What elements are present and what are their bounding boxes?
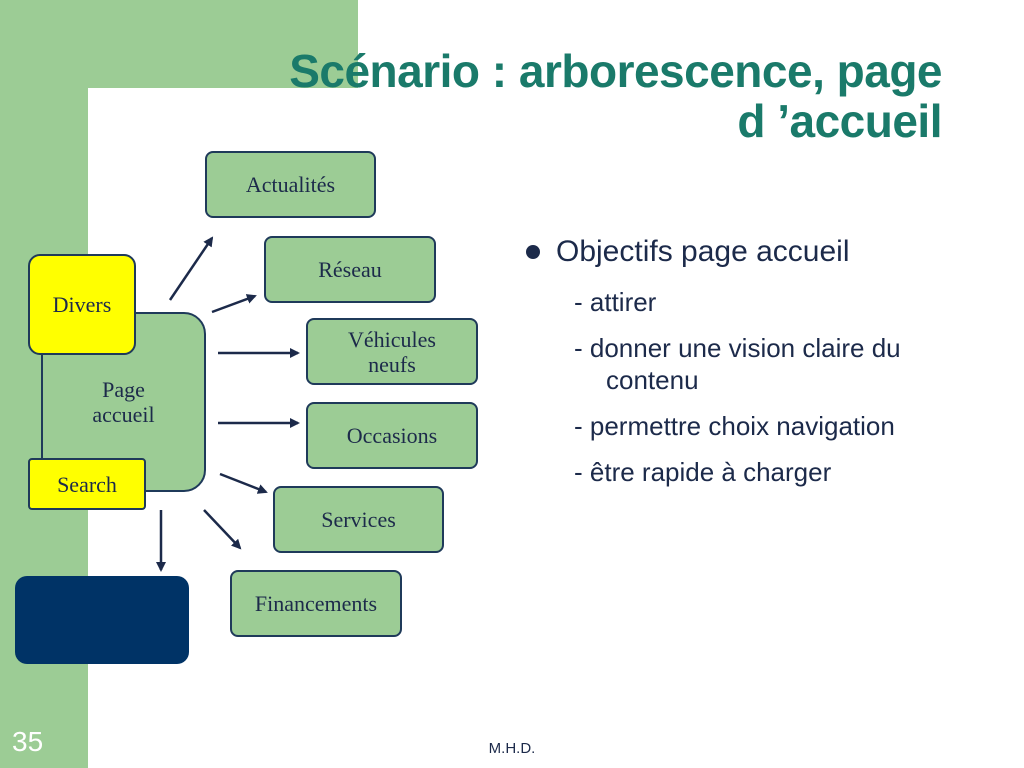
node-search-label: Search [57,471,117,497]
node-divers-label: Divers [52,292,112,317]
node-financements: Financements [230,570,402,637]
arrow-to-financements [203,509,242,550]
objective-item: - donner une vision claire du contenu [574,333,901,395]
slide-title: Scénario : arborescence, page d ’accueil [182,46,942,146]
node-vehicules-neufs-label: Véhicules neufs [348,326,436,377]
node-vehicules-neufs: Véhicules neufs [306,318,478,385]
objectives-list: Objectifs page accueil - attirer - donne… [522,232,992,488]
objectives-heading-text: Objectifs page accueil [556,235,850,268]
node-page-accueil-label: Page accueil [92,377,155,427]
node-reseau-label: Réseau [318,257,382,282]
navy-block [15,576,189,664]
arrow-to-actualites [168,236,214,301]
arrow-to-reseau [211,294,257,314]
top-green-band [88,0,358,88]
node-actualites: Actualités [205,151,376,218]
node-divers: Divers [28,254,136,355]
node-actualites-label: Actualités [245,172,336,197]
objectives-heading: Objectifs page accueil [522,232,992,272]
footer-author: M.H.D. [488,740,536,757]
title-line-2: d ’accueil [737,95,942,147]
node-occasions-label: Occasions [346,423,438,448]
node-services-label: Services [321,507,396,532]
objective-item: - attirer [574,287,657,317]
node-reseau: Réseau [264,236,436,303]
node-services: Services [273,486,444,553]
node-search: Search [28,458,146,510]
objective-item: - permettre choix navigation [574,411,895,441]
title-line-1: Scénario : arborescence, page [289,45,942,97]
arrow-to-services [219,472,268,494]
objective-item: - être rapide à charger [574,457,832,487]
bullet-dot-icon [526,245,540,259]
node-financements-label: Financements [254,591,378,616]
node-occasions: Occasions [306,402,478,469]
slide-number: 35 [12,726,44,757]
